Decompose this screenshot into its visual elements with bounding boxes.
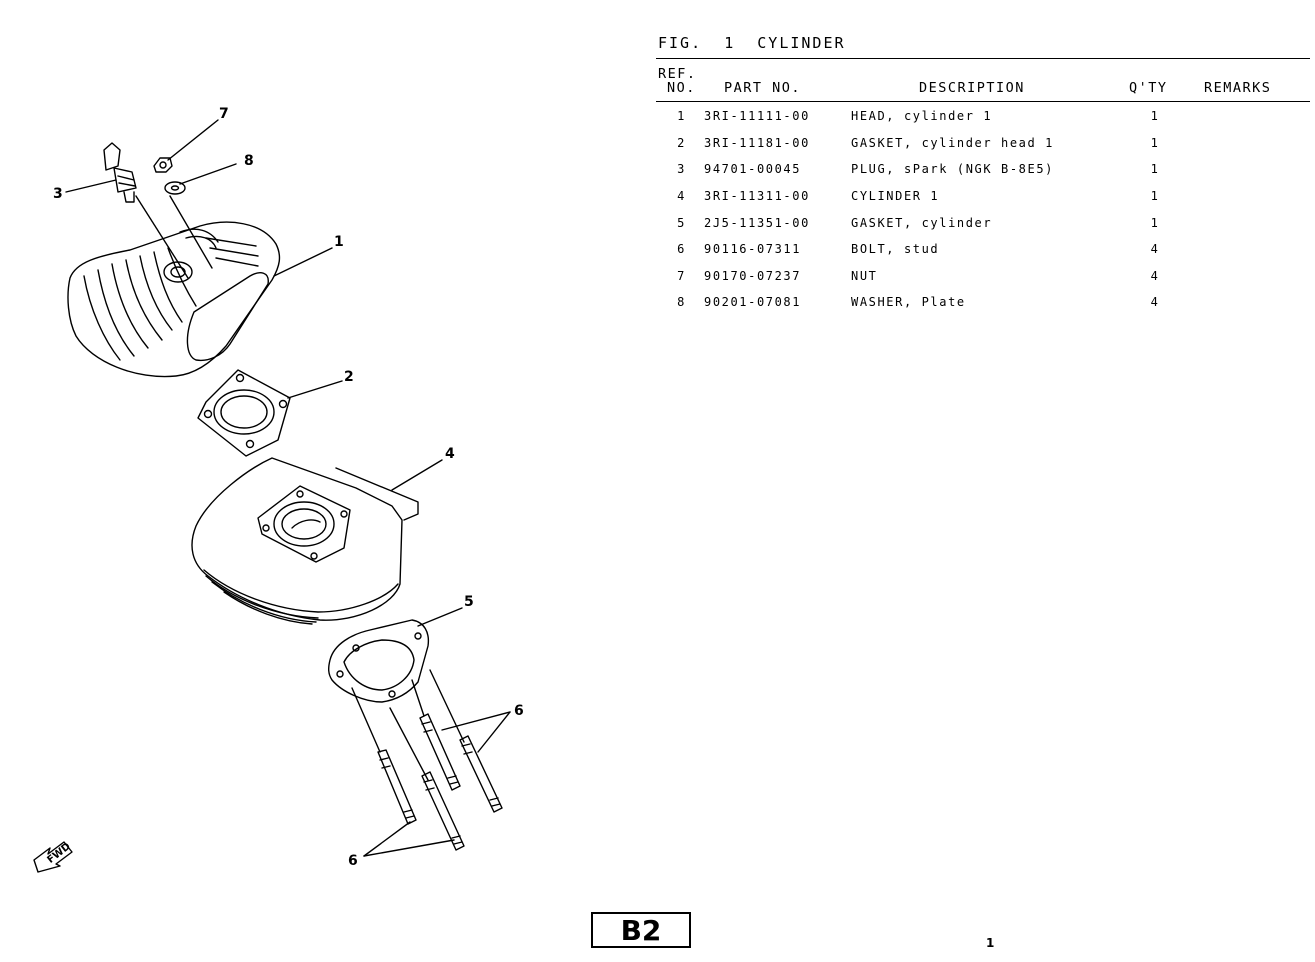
row-qty: 1 [1150, 189, 1160, 203]
row-qty: 1 [1150, 136, 1160, 150]
row-part-no: 2J5-11351-00 [704, 216, 810, 230]
row-ref: 1 [677, 109, 686, 123]
base-gasket-part [327, 607, 463, 703]
callout-1: 1 [334, 234, 344, 250]
row-description: HEAD, cylinder 1 [851, 109, 993, 123]
fwd-arrow-icon [33, 841, 73, 873]
row-part-no: 90170-07237 [704, 269, 802, 283]
figure-title: FIG. 1 CYLINDER [658, 34, 846, 52]
row-ref: 8 [677, 295, 686, 309]
row-description: BOLT, stud [851, 242, 940, 256]
table-row: 5 2J5-11351-00 GASKET, cylinder 1 [0, 216, 1315, 240]
row-part-no: 3RI-11311-00 [704, 189, 810, 203]
table-row: 8 90201-07081 WASHER, Plate 4 [0, 295, 1315, 319]
callout-6-lower: 6 [348, 853, 358, 869]
callout-4: 4 [445, 446, 455, 462]
table-row: 6 90116-07311 BOLT, stud 4 [0, 242, 1315, 266]
table-row: 2 3RI-11181-00 GASKET, cylinder head 1 1 [0, 136, 1315, 160]
row-ref: 4 [677, 189, 686, 203]
figure-label: FIG. [658, 34, 703, 52]
page-number: 1 [986, 936, 995, 950]
row-qty: 1 [1150, 109, 1160, 123]
row-qty: 1 [1150, 162, 1160, 176]
callout-7: 7 [219, 106, 229, 122]
callout-3: 3 [53, 186, 63, 202]
row-ref: 7 [677, 269, 686, 283]
cylinder-part [191, 457, 443, 625]
row-qty: 4 [1150, 242, 1160, 256]
row-description: GASKET, cylinder head 1 [851, 136, 1054, 150]
nut-and-washer-part [153, 157, 213, 269]
spark-plug-part [103, 142, 189, 279]
stud-bolts-part [351, 669, 511, 857]
row-ref: 6 [677, 242, 686, 256]
row-qty: 1 [1150, 216, 1160, 230]
table-top-rule [656, 58, 1310, 59]
header-description: DESCRIPTION [919, 80, 1025, 96]
cylinder-head-part [67, 221, 333, 378]
table-row: 4 3RI-11311-00 CYLINDER 1 1 [0, 189, 1315, 213]
row-description: GASKET, cylinder [851, 216, 993, 230]
callout-6-upper: 6 [514, 703, 524, 719]
row-qty: 4 [1150, 269, 1160, 283]
table-row: 1 3RI-11111-00 HEAD, cylinder 1 1 [0, 109, 1315, 133]
header-qty: Q'TY [1129, 80, 1168, 96]
row-part-no: 3RI-11181-00 [704, 136, 810, 150]
row-part-no: 90201-07081 [704, 295, 802, 309]
figure-name: CYLINDER [757, 34, 846, 52]
row-qty: 4 [1150, 295, 1160, 309]
row-description: PLUG, sPark (NGK B-8E5) [851, 162, 1054, 176]
callout-8: 8 [244, 153, 254, 169]
row-description: WASHER, Plate [851, 295, 966, 309]
row-ref: 5 [677, 216, 686, 230]
callout-2: 2 [344, 369, 354, 385]
head-gasket-part [197, 369, 343, 457]
row-part-no: 3RI-11111-00 [704, 109, 810, 123]
row-ref: 2 [677, 136, 686, 150]
table-header-rule [656, 101, 1310, 102]
callout-5: 5 [464, 594, 474, 610]
header-ref-line1: REF. [658, 66, 697, 82]
header-remarks: REMARKS [1204, 80, 1272, 96]
header-part-no: PART NO. [724, 80, 802, 96]
row-description: NUT [851, 269, 878, 283]
table-row: 3 94701-00045 PLUG, sPark (NGK B-8E5) 1 [0, 162, 1315, 186]
row-part-no: 90116-07311 [704, 242, 802, 256]
row-ref: 3 [677, 162, 686, 176]
figure-number: 1 [724, 34, 736, 52]
section-badge: B2 [591, 912, 691, 948]
row-part-no: 94701-00045 [704, 162, 802, 176]
header-ref-line2: NO. [667, 80, 696, 96]
table-row: 7 90170-07237 NUT 4 [0, 269, 1315, 293]
row-description: CYLINDER 1 [851, 189, 940, 203]
